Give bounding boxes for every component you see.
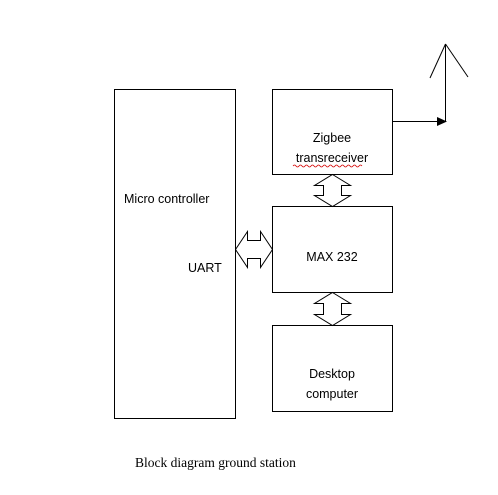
zigbee-label-line2: transreceiver: [296, 151, 368, 165]
desktop-label-line1: Desktop: [309, 367, 355, 381]
double-arrow-icon: [312, 291, 353, 327]
microcontroller-block: Micro controller UART: [114, 89, 236, 419]
max232-block: MAX 232: [272, 206, 393, 293]
double-arrow-icon: [234, 229, 274, 270]
microcontroller-label: Micro controller: [124, 192, 209, 206]
double-arrow-icon: [312, 173, 353, 208]
desktop-block: Desktop computer: [272, 325, 393, 412]
zigbee-label-line1: Zigbee: [313, 131, 351, 145]
uart-label: UART: [188, 261, 222, 275]
zigbee-block: Zigbee transreceiver: [272, 89, 393, 175]
spellcheck-underline: [292, 164, 363, 168]
antenna-icon: [429, 43, 469, 122]
desktop-label-line2: computer: [306, 387, 358, 401]
max232-label: MAX 232: [306, 250, 357, 264]
diagram-caption: Block diagram ground station: [135, 455, 296, 470]
antenna-link: [392, 117, 447, 126]
